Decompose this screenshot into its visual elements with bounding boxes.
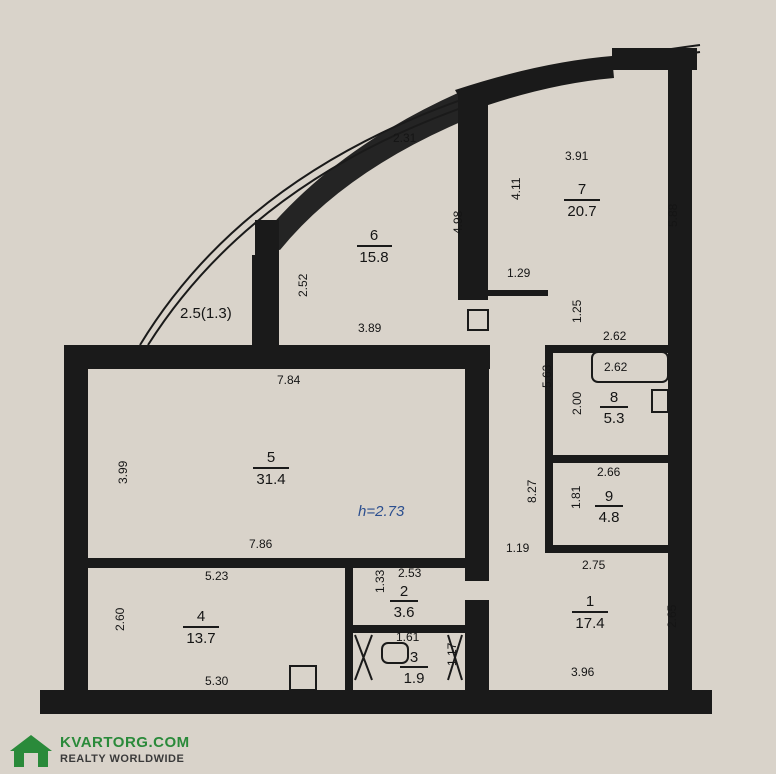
dim-2-31: 2.31: [393, 131, 417, 145]
dim-1-29: 1.29: [507, 266, 531, 280]
dim-3-99: 3.99: [116, 460, 130, 484]
logo: KVARTORG.COM REALTY WORLDWIDE: [60, 735, 190, 765]
room-4-label: 4 13.7: [183, 608, 219, 647]
logo-tagline: REALTY WORLDWIDE: [60, 753, 185, 765]
room-9-label: 9 4.8: [595, 488, 623, 526]
dim-8-27: 8.27: [525, 479, 539, 503]
outer-curved-wall: [139, 44, 701, 346]
svg-text:5.3: 5.3: [604, 410, 625, 427]
svg-text:8: 8: [610, 389, 618, 406]
svg-text:5: 5: [267, 449, 275, 466]
logo-name: KVARTORG.COM: [60, 734, 190, 751]
dim-5-30: 5.30: [205, 674, 229, 688]
ceiling-height-label: h=2.73: [358, 503, 405, 520]
dim-3-89: 3.89: [358, 321, 382, 335]
svg-text:17.4: 17.4: [575, 615, 604, 632]
svg-text:1: 1: [586, 593, 594, 610]
svg-text:15.8: 15.8: [359, 249, 388, 266]
svg-text:7: 7: [578, 181, 586, 198]
dim-2-52: 2.52: [296, 273, 310, 297]
dim-2-53: 2.53: [398, 566, 422, 580]
dim-1-19: 1.19: [506, 541, 530, 555]
svg-text:13.7: 13.7: [186, 630, 215, 647]
house-logo-icon: [10, 735, 52, 767]
dim-2-00: 2.00: [570, 391, 584, 415]
svg-text:3: 3: [410, 649, 418, 666]
room-labels: 6 15.8 7 20.7 5 31.4 8 5.3 9 4.8 2 3.6: [183, 181, 628, 687]
room-1-label: 1 17.4: [572, 593, 608, 632]
dim-2-62-top: 2.62: [603, 329, 627, 343]
dim-3-96: 3.96: [571, 665, 595, 679]
room-7-label: 7 20.7: [564, 181, 600, 220]
bathtub-icon: [591, 351, 669, 383]
walls: [40, 48, 712, 714]
dim-2-75: 2.75: [582, 558, 606, 572]
dim-2-60: 2.60: [113, 607, 127, 631]
dimension-labels: 2.31 3.91 4.11 5.88 4.98 2.52 3.89 1.29 …: [113, 131, 680, 688]
dim-1-17: 1.17: [445, 642, 459, 666]
fixtures: [289, 351, 669, 691]
dim-5-88: 5.88: [666, 203, 680, 227]
room-6-label: 6 15.8: [357, 227, 392, 266]
svg-text:4.8: 4.8: [599, 509, 620, 526]
dim-4-11: 4.11: [509, 177, 523, 200]
dim-5-63: 5.63: [540, 364, 554, 388]
room-3-label: 3 1.9: [400, 649, 428, 687]
sink-icon: [651, 389, 669, 413]
stove-icon: [289, 665, 317, 691]
room-2-label: 2 3.6: [390, 583, 418, 621]
svg-text:1.9: 1.9: [404, 670, 425, 687]
dim-2-65: 2.65: [665, 604, 679, 628]
dim-1-25: 1.25: [570, 299, 584, 323]
dim-7-86: 7.86: [249, 537, 273, 551]
dim-5-23: 5.23: [205, 569, 229, 583]
dim-1-81: 1.81: [569, 485, 583, 509]
dim-4-98: 4.98: [451, 210, 465, 234]
balcony-label: 2.5(1.3): [180, 305, 232, 322]
svg-text:9: 9: [605, 488, 613, 505]
dim-3-91: 3.91: [565, 149, 589, 163]
svg-text:20.7: 20.7: [567, 203, 596, 220]
room-8-label: 8 5.3: [600, 389, 628, 427]
svg-text:4: 4: [197, 608, 205, 625]
svg-text:31.4: 31.4: [256, 471, 285, 488]
dim-7-84: 7.84: [277, 373, 301, 387]
svg-text:3.6: 3.6: [394, 604, 415, 621]
dim-1-33: 1.33: [373, 569, 387, 593]
svg-text:2: 2: [400, 583, 408, 600]
dim-1-61: 1.61: [396, 630, 420, 644]
toilet-icon: [381, 642, 409, 664]
dim-2-66: 2.66: [597, 465, 621, 479]
windows: [67, 259, 633, 711]
room-5-label: 5 31.4: [253, 449, 289, 488]
dim-2-62-tub: 2.62: [604, 360, 628, 374]
svg-text:6: 6: [370, 227, 378, 244]
